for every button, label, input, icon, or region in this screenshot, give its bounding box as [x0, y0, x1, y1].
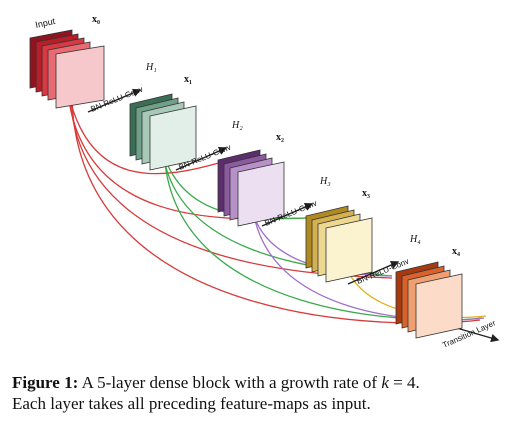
caption-line2: Each layer takes all preceding feature-m…: [12, 394, 371, 413]
connection-x0-to-H2: [67, 91, 223, 175]
caption-eq: = 4.: [393, 373, 420, 392]
x0-label: x₀: [92, 14, 100, 25]
dense-block-diagram: Input x₀ H₁ x₁ BN-ReLU-Conv H₂ x₂ BN-ReL…: [29, 14, 500, 350]
caption-prefix: Figure 1:: [12, 373, 79, 392]
layer2-feature-maps: [217, 149, 285, 227]
x1-label: x₁: [184, 74, 192, 85]
input-feature-maps: [29, 29, 105, 109]
caption-text: A 5-layer dense block with a growth rate…: [81, 373, 378, 392]
layer3-feature-maps: [305, 205, 373, 283]
H1-label: H₁: [145, 62, 157, 73]
x3-label: x₃: [362, 188, 370, 199]
layer1-feature-maps: [129, 93, 197, 171]
H2-label: H₂: [231, 120, 243, 131]
figure-caption: Figure 1: A 5-layer dense block with a g…: [12, 372, 517, 414]
input-label: Input: [34, 16, 56, 30]
x2-label: x₂: [276, 132, 284, 143]
H3-label: H₃: [319, 176, 331, 187]
caption-k: k: [381, 373, 389, 392]
layer4-feature-maps: [395, 261, 463, 339]
H4-label: H₄: [409, 234, 421, 245]
x4-label: x₄: [452, 246, 460, 257]
flow-arrows: [87, 88, 500, 343]
